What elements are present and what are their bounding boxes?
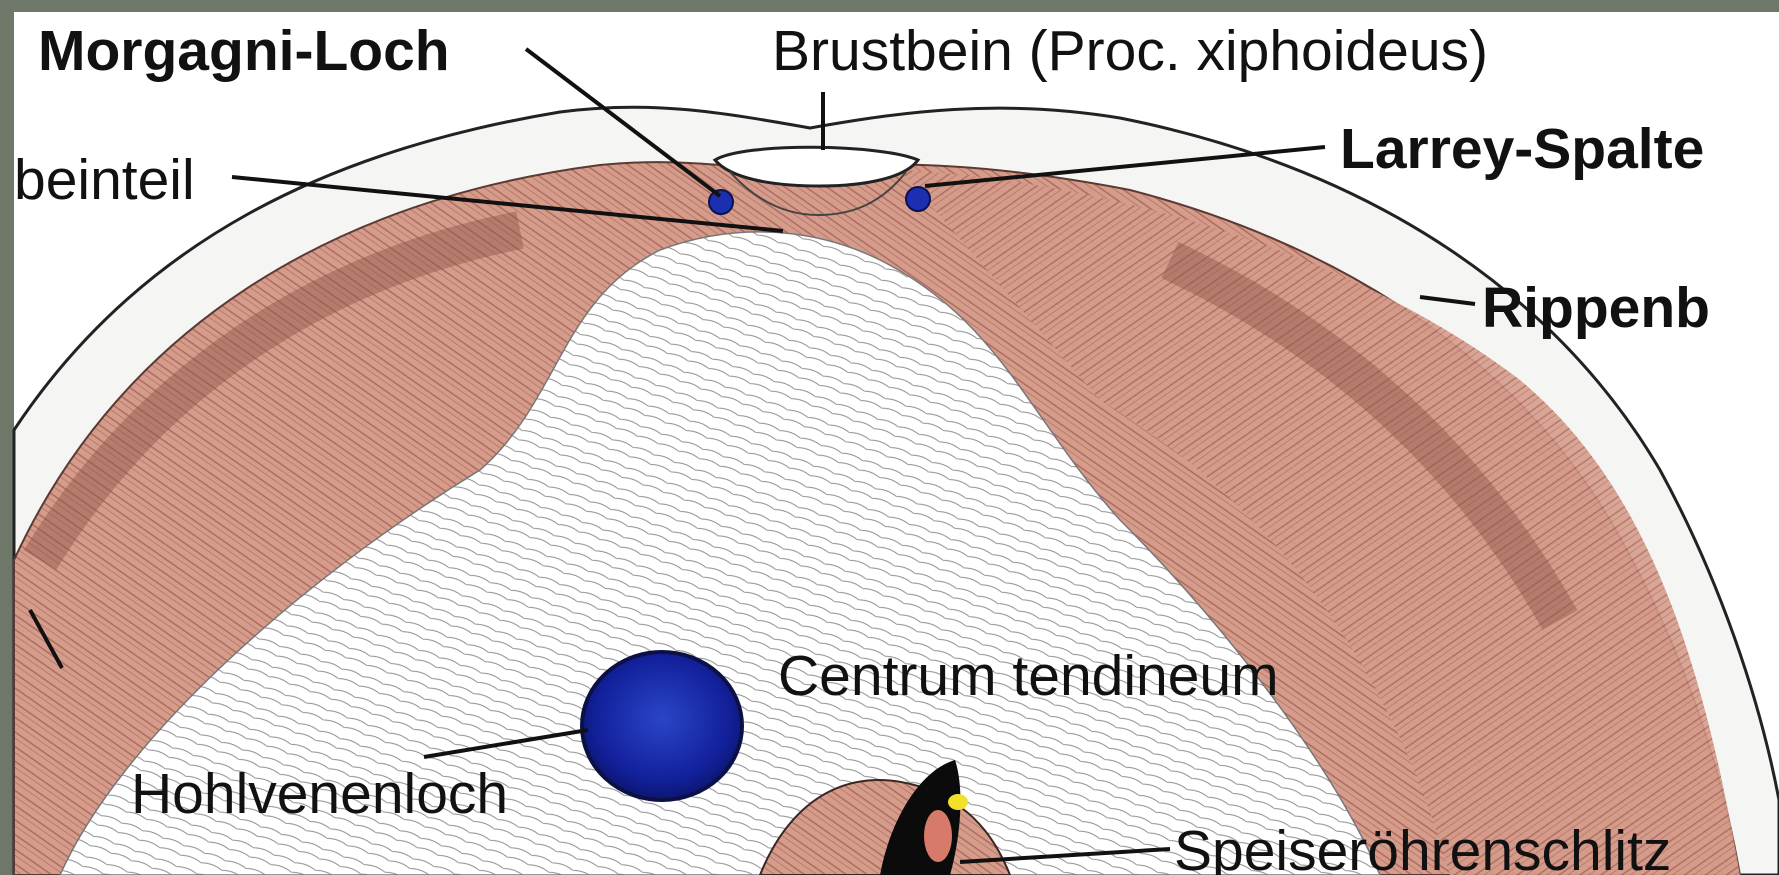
larrey-cleft-dot xyxy=(906,187,930,211)
label-centrum-tendineum: Centrum tendineum xyxy=(778,648,1279,705)
vena-cava-foramen xyxy=(582,652,742,800)
label-brustbeinteil: beinteil xyxy=(14,152,195,209)
morgagni-foramen-dot xyxy=(709,190,733,214)
label-hohlvenenloch: Hohlvenenloch xyxy=(131,766,508,823)
esophagus-lumen xyxy=(924,810,952,862)
label-brustbein: Brustbein (Proc. xiphoideus) xyxy=(772,23,1488,80)
label-speiseroehrenschlitz: Speiseröhrenschlitz xyxy=(1174,823,1671,875)
label-morgagni-loch: Morgagni-Loch xyxy=(38,23,450,80)
label-rippenbogen: Rippenb xyxy=(1482,280,1710,337)
vagus-nerve-dot xyxy=(948,794,968,810)
label-larrey-spalte: Larrey-Spalte xyxy=(1340,121,1704,178)
